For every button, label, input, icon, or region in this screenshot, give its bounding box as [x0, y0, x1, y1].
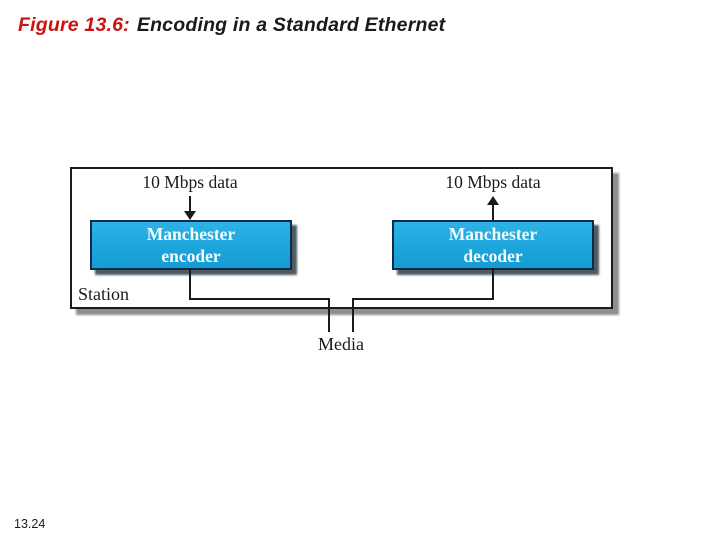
figure-caption: Encoding in a Standard Ethernet — [136, 14, 446, 36]
station-outline-box: 10 Mbps data 10 Mbps data Manchester enc… — [70, 167, 613, 309]
page-number: 13.24 — [14, 517, 46, 531]
encoder-wire-drop — [328, 298, 330, 332]
decoder-wire-drop — [352, 298, 354, 332]
decoder-label-line2: decoder — [463, 246, 523, 266]
manchester-encoder-box: Manchester encoder — [90, 220, 292, 270]
down-arrow-icon — [184, 211, 196, 220]
encoder-input-label: 10 Mbps data — [142, 172, 238, 192]
manchester-decoder-box: Manchester decoder — [392, 220, 594, 270]
down-arrow-stem — [189, 196, 191, 211]
media-label: Media — [318, 334, 364, 354]
decoder-wire-stem — [492, 268, 494, 300]
encoder-label-line2: encoder — [161, 246, 221, 266]
decoder-wire-horizontal — [352, 298, 494, 300]
figure-number-label: Figure 13.6: — [18, 14, 130, 36]
encoder-label-line1: Manchester — [146, 224, 236, 244]
encoder-wire-horizontal — [189, 298, 330, 300]
decoder-output-label: 10 Mbps data — [445, 172, 541, 192]
decoder-label-line1: Manchester — [448, 224, 538, 244]
up-arrow-stem — [492, 204, 494, 220]
encoder-wire-stem — [189, 268, 191, 300]
up-arrow-icon — [487, 196, 499, 205]
station-label: Station — [78, 284, 130, 304]
slide-title: Figure 13.6: Encoding in a Standard Ether… — [18, 14, 445, 37]
